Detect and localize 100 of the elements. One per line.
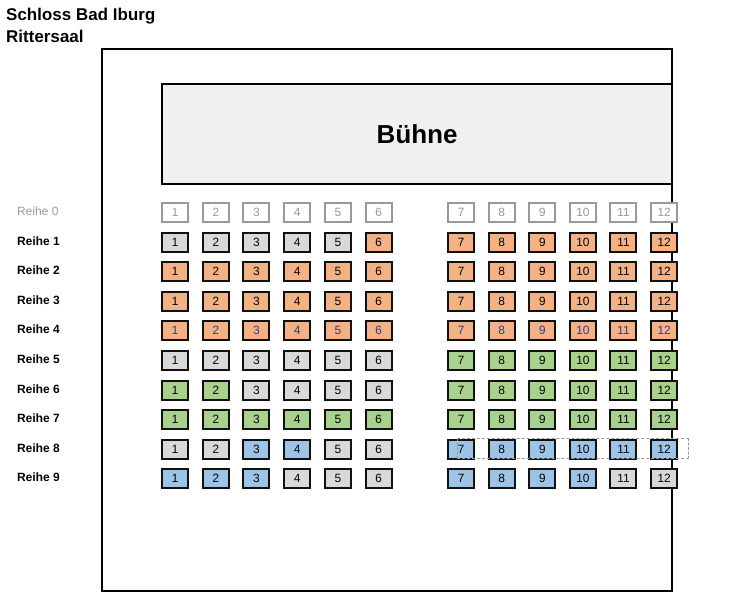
seat: 10 bbox=[568, 202, 597, 223]
seat: 2 bbox=[202, 320, 230, 342]
seat: 12 bbox=[650, 350, 678, 371]
seat: 8 bbox=[488, 468, 516, 490]
seat: 2 bbox=[202, 202, 230, 223]
seat: 3 bbox=[242, 438, 270, 460]
seat: 7 bbox=[447, 320, 475, 342]
seat: 3 bbox=[242, 232, 270, 253]
seat: 8 bbox=[488, 438, 516, 460]
seat: 7 bbox=[447, 409, 475, 430]
seat: 8 bbox=[488, 290, 516, 312]
seat: 11 bbox=[609, 261, 638, 282]
seat: 1 bbox=[161, 320, 189, 342]
seat: 1 bbox=[161, 350, 189, 371]
seat: 5 bbox=[324, 380, 352, 401]
seat: 9 bbox=[528, 438, 556, 460]
seat: 3 bbox=[242, 290, 270, 312]
seat: 8 bbox=[488, 202, 516, 223]
seat: 9 bbox=[528, 320, 556, 342]
seat: 12 bbox=[650, 261, 678, 282]
seat: 4 bbox=[283, 232, 312, 253]
seat: 7 bbox=[447, 202, 475, 223]
seat: 6 bbox=[364, 350, 392, 371]
row-label: Reihe 4 bbox=[17, 321, 60, 338]
seat: 7 bbox=[447, 290, 475, 312]
seat: 6 bbox=[364, 202, 392, 223]
seat: 2 bbox=[202, 438, 230, 460]
seat: 3 bbox=[242, 202, 270, 223]
seat: 4 bbox=[283, 468, 312, 490]
seat: 5 bbox=[324, 290, 352, 312]
seat: 12 bbox=[650, 468, 678, 490]
row-label: Reihe 2 bbox=[17, 262, 60, 278]
seat: 10 bbox=[568, 261, 597, 282]
seat: 8 bbox=[488, 350, 516, 371]
seat: 8 bbox=[488, 380, 516, 401]
seat: 7 bbox=[447, 438, 475, 460]
row-label: Reihe 9 bbox=[17, 469, 60, 486]
seat: 7 bbox=[447, 350, 475, 371]
seat: 1 bbox=[161, 409, 189, 430]
seat: 2 bbox=[202, 261, 230, 282]
seat: 2 bbox=[202, 468, 230, 490]
seat: 5 bbox=[324, 438, 352, 460]
seat: 1 bbox=[161, 468, 189, 490]
seat: 12 bbox=[650, 232, 678, 253]
seat: 2 bbox=[202, 232, 230, 253]
seat: 5 bbox=[324, 202, 352, 223]
seat: 10 bbox=[568, 438, 597, 460]
seat: 2 bbox=[202, 350, 230, 371]
seat: 10 bbox=[568, 232, 597, 253]
seat: 10 bbox=[568, 409, 597, 430]
seat: 1 bbox=[161, 202, 189, 223]
seat: 4 bbox=[283, 290, 312, 312]
seat: 10 bbox=[568, 380, 597, 401]
seat: 1 bbox=[161, 438, 189, 460]
seat: 4 bbox=[283, 409, 312, 430]
seat: 6 bbox=[364, 409, 392, 430]
seat: 8 bbox=[488, 320, 516, 342]
seat: 1 bbox=[161, 232, 189, 253]
seat: 6 bbox=[364, 380, 392, 401]
seat: 3 bbox=[242, 468, 270, 490]
stage: Bühne bbox=[161, 83, 673, 185]
seat: 6 bbox=[364, 232, 392, 253]
row-label: Reihe 7 bbox=[17, 410, 60, 426]
seat: 11 bbox=[609, 468, 638, 490]
seat: 8 bbox=[488, 261, 516, 282]
seat: 11 bbox=[609, 350, 638, 371]
seat: 12 bbox=[650, 290, 678, 312]
seat: 3 bbox=[242, 261, 270, 282]
seat: 11 bbox=[609, 438, 638, 460]
seat: 12 bbox=[650, 438, 678, 460]
seat: 9 bbox=[528, 350, 556, 371]
row-label: Reihe 1 bbox=[17, 232, 60, 249]
seat: 4 bbox=[283, 438, 312, 460]
seat: 4 bbox=[283, 350, 312, 371]
seat: 9 bbox=[528, 232, 556, 253]
seat: 3 bbox=[242, 320, 270, 342]
seat: 6 bbox=[364, 438, 392, 460]
seat: 9 bbox=[528, 468, 556, 490]
seat: 4 bbox=[283, 202, 312, 223]
seat: 8 bbox=[488, 409, 516, 430]
seat: 9 bbox=[528, 261, 556, 282]
seat: 6 bbox=[364, 468, 392, 490]
seat: 9 bbox=[528, 202, 556, 223]
seat: 1 bbox=[161, 261, 189, 282]
seat: 7 bbox=[447, 468, 475, 490]
seat: 3 bbox=[242, 380, 270, 401]
row-label: Reihe 3 bbox=[17, 292, 60, 308]
row-label: Reihe 5 bbox=[17, 351, 60, 367]
seat: 9 bbox=[528, 290, 556, 312]
seat: 4 bbox=[283, 261, 312, 282]
seat: 3 bbox=[242, 409, 270, 430]
seat: 8 bbox=[488, 232, 516, 253]
seat: 5 bbox=[324, 232, 352, 253]
seat: 7 bbox=[447, 261, 475, 282]
seat: 2 bbox=[202, 380, 230, 401]
row-label: Reihe 8 bbox=[17, 440, 60, 456]
seat: 6 bbox=[364, 320, 392, 342]
seat: 6 bbox=[364, 290, 392, 312]
seat: 5 bbox=[324, 261, 352, 282]
seat: 4 bbox=[283, 380, 312, 401]
